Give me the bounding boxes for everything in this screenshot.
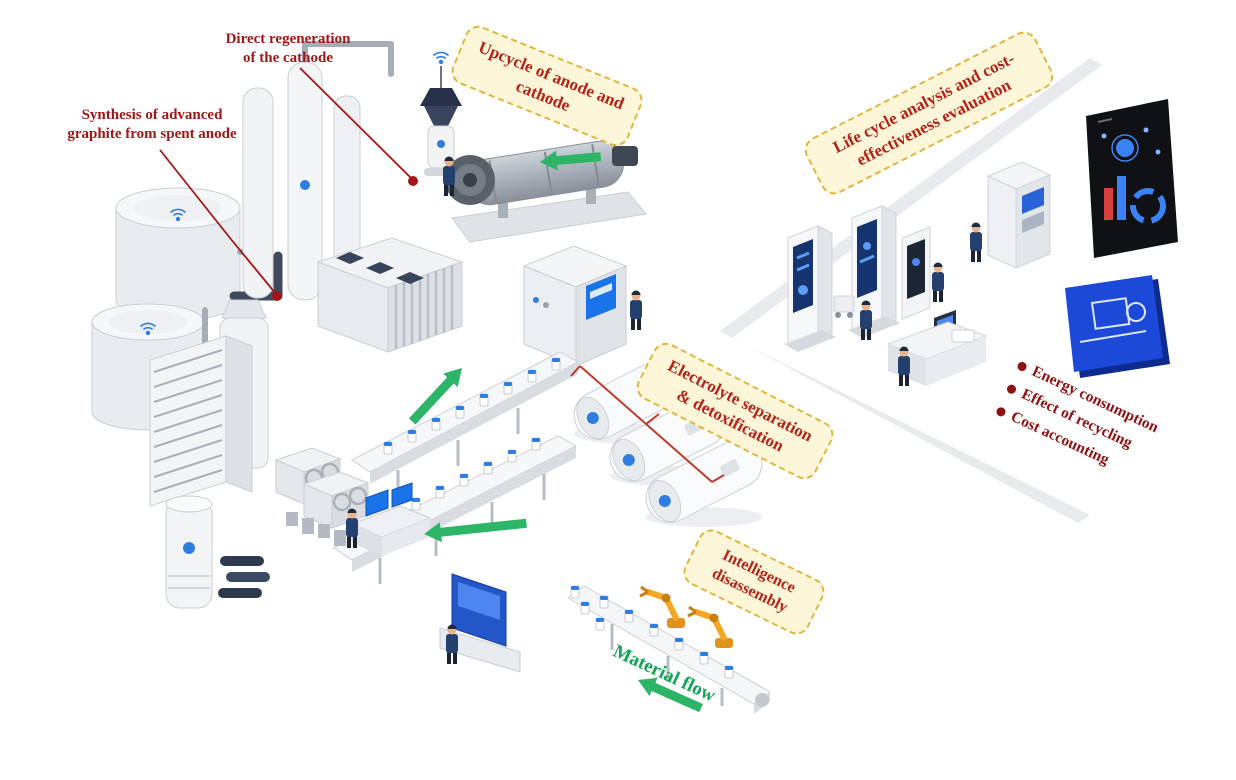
distillation-columns: [242, 61, 361, 301]
worker: [898, 346, 910, 386]
analytics-dashboard: [1086, 99, 1178, 258]
display-kiosk-2: [848, 205, 900, 338]
control-cabinet: [522, 245, 628, 367]
status-dot: [300, 180, 310, 190]
hvac-accessories: [286, 512, 346, 546]
control-console-1: [350, 482, 432, 556]
equipment-rack: [316, 237, 464, 353]
tray-tower: [149, 335, 253, 507]
conveyor-infeed: [567, 585, 771, 714]
callout-direct-regeneration: Direct regeneration of the cathode: [225, 31, 351, 66]
small-tank: [165, 495, 213, 609]
machine-card: [1065, 275, 1170, 378]
bullet-icon: [995, 405, 1008, 418]
wall-cabinet: [986, 161, 1052, 269]
conveyor-upper: [351, 351, 580, 496]
callout-dot-anode: [272, 291, 282, 301]
pallet-stack: [218, 556, 270, 598]
scanner-kiosk: [901, 226, 931, 320]
flow-arrow-material: [638, 677, 703, 713]
bullet-icon: [1005, 382, 1018, 395]
callout-dot-cathode: [408, 176, 418, 186]
robot-arm: [688, 607, 733, 648]
control-console-2: [439, 573, 521, 673]
display-kiosk-1: [784, 225, 836, 352]
electrolyte-brace: [570, 365, 725, 483]
storage-tank-1: [115, 187, 241, 321]
flow-arrow-mid: [424, 518, 527, 543]
rotary-kiln: [445, 140, 647, 243]
callout-synthesis: Synthesis of advanced graphite from spen…: [67, 107, 237, 142]
flow-arrow-upcycle: [540, 150, 602, 171]
equipment-cart: [833, 295, 855, 318]
bullet-icon: [1016, 360, 1029, 373]
flow-arrow-diagonal: [408, 368, 462, 425]
worker: [932, 262, 944, 302]
worker: [970, 222, 982, 262]
callout-lines: [159, 67, 414, 295]
worker: [446, 624, 458, 664]
worker: [630, 290, 642, 330]
